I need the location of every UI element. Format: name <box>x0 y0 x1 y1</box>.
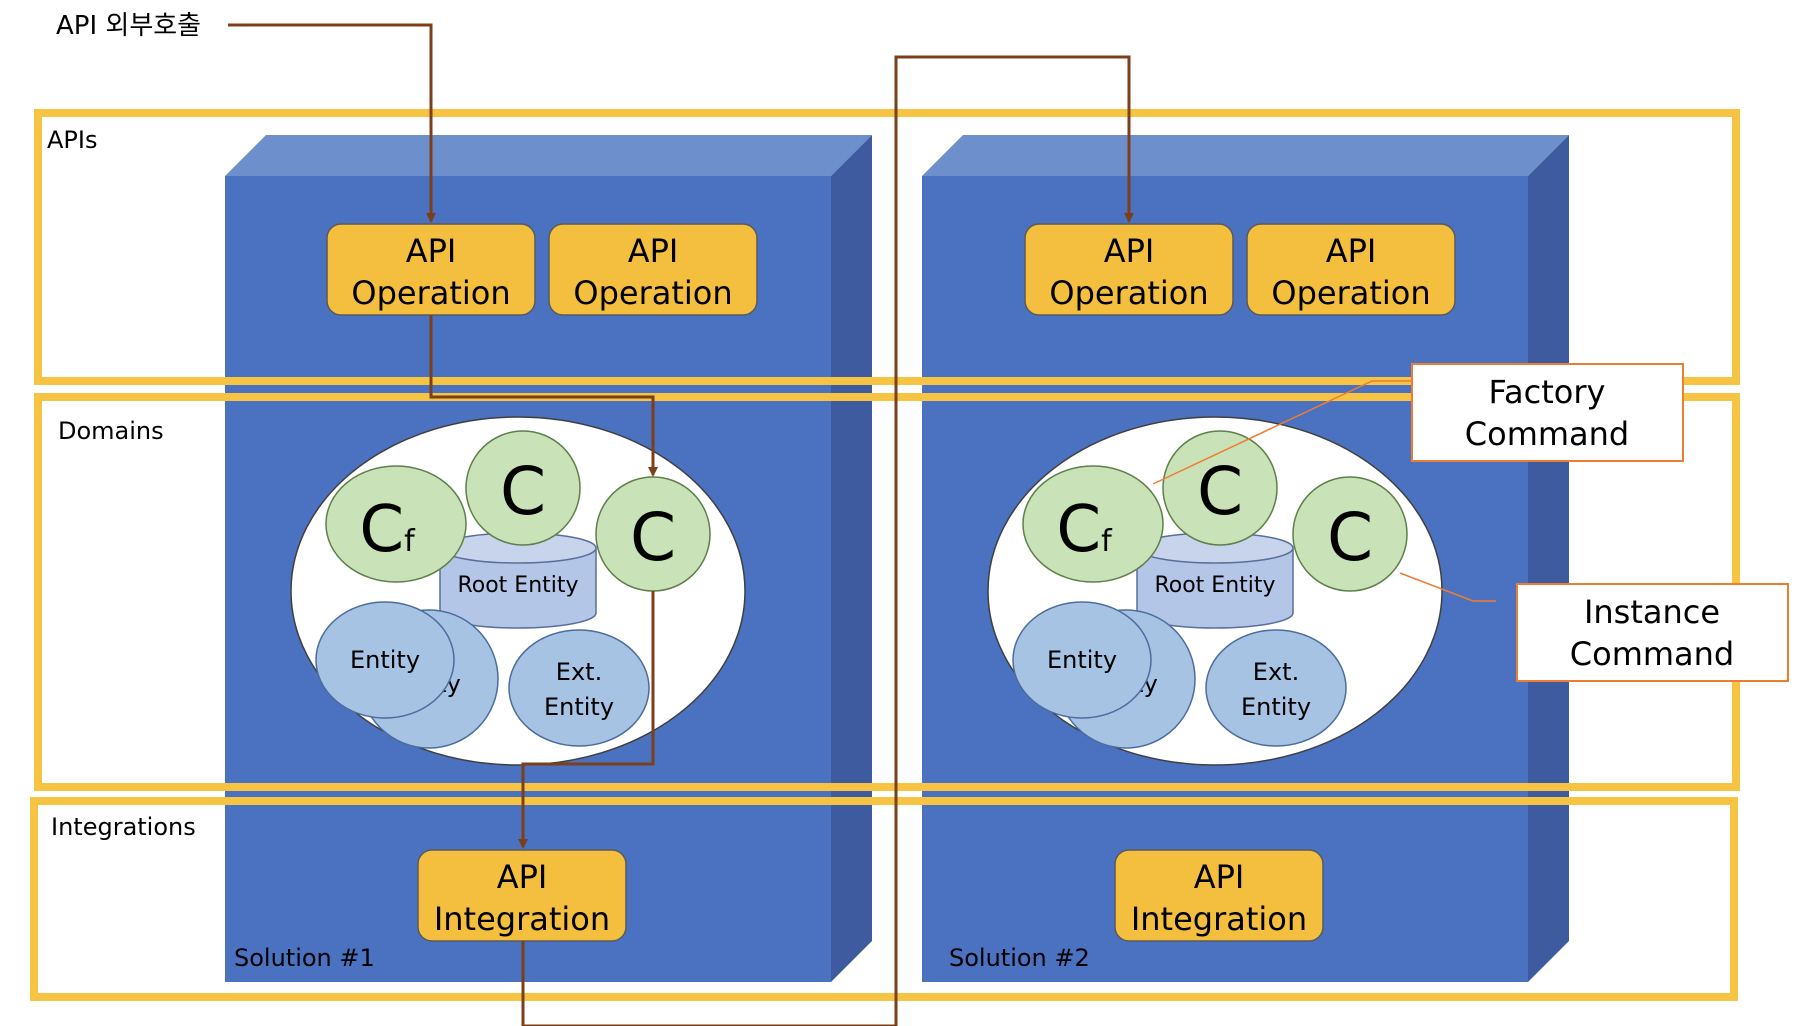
entity-circle[interactable]: Entity <box>315 601 455 719</box>
external-call-arrow <box>228 23 436 223</box>
api-operation-box[interactable]: API Operation <box>1246 223 1456 316</box>
instance-command-letter: C <box>630 499 676 576</box>
external-call-label: API 외부호출 <box>56 11 201 41</box>
instance-command-letter: C <box>500 453 546 530</box>
operation-to-command-arrow <box>429 315 658 477</box>
solution-1-top-face <box>225 135 872 176</box>
api-integration-line1: API <box>497 858 548 896</box>
ext-entity-line1: Ext. <box>1253 658 1299 686</box>
instance-command-circle[interactable]: C <box>1162 430 1278 546</box>
api-integration-line2: Integration <box>434 900 610 938</box>
instance-command-callout: Instance Command <box>1399 572 1789 682</box>
api-integration-box[interactable]: API Integration <box>1114 849 1324 942</box>
factory-command-letter: Cf <box>359 493 416 567</box>
ext-entity-line1: Ext. <box>556 658 602 686</box>
callout-leader-line <box>1399 572 1496 602</box>
callout-line1: Factory <box>1489 373 1606 411</box>
api-operation-box[interactable]: API Operation <box>326 223 536 316</box>
api-operation-line1: API <box>406 232 457 270</box>
root-entity-cylinder[interactable]: Root Entity <box>439 532 597 629</box>
factory-command-circle[interactable]: Cf <box>1022 465 1164 583</box>
factory-command-callout: Factory Command <box>1152 363 1684 485</box>
instance-command-circle[interactable]: C <box>595 476 711 592</box>
api-operation-box[interactable]: API Operation <box>1024 223 1234 316</box>
root-entity-cylinder[interactable]: Root Entity <box>1136 532 1294 629</box>
root-entity-label: Root Entity <box>457 573 578 598</box>
factory-command-circle[interactable]: Cf <box>325 465 467 583</box>
factory-command-subscript: f <box>1101 524 1113 559</box>
api-operation-line2: Operation <box>573 274 732 312</box>
root-entity-label: Root Entity <box>1154 573 1275 598</box>
callout-box <box>1411 363 1684 462</box>
api-operation-line1: API <box>1326 232 1377 270</box>
instance-command-circle[interactable]: C <box>465 430 581 546</box>
api-operation-line1: API <box>1104 232 1155 270</box>
entity-label: Entity <box>1047 646 1117 674</box>
api-operation-line2: Operation <box>1271 274 1430 312</box>
integrations-layer-frame <box>30 797 1738 1001</box>
integration-to-solution-2-arrow <box>521 55 1134 1026</box>
factory-command-subscript: f <box>404 524 416 559</box>
factory-command-letter: Cf <box>1056 493 1113 567</box>
api-operation-line2: Operation <box>1049 274 1208 312</box>
entity-circle[interactable]: Entity <box>1012 601 1152 719</box>
solution-name: Solution #1 <box>234 944 375 972</box>
callout-leader-line <box>1152 380 1412 485</box>
call-flow <box>228 23 1134 1026</box>
callout-line1: Instance <box>1584 593 1720 631</box>
apis-layer-label: APIs <box>47 126 97 154</box>
solution-2-side-face <box>1528 135 1569 982</box>
solution-2-content: API Operation API Operation Root Entity … <box>949 223 1456 972</box>
ext-entity-circle[interactable]: Ext. Entity <box>508 629 650 747</box>
instance-command-circle[interactable]: C <box>1292 476 1408 592</box>
api-operation-box[interactable]: API Operation <box>548 223 758 316</box>
apis-layer-frame <box>34 109 1740 385</box>
api-integration-box[interactable]: API Integration <box>417 849 627 942</box>
instance-command-letter: C <box>1327 499 1373 576</box>
integrations-layer-label: Integrations <box>51 813 196 841</box>
api-integration-line1: API <box>1194 858 1245 896</box>
solution-1-content: API Operation API Operation Root Entity … <box>234 223 758 972</box>
ext-entity-circle[interactable]: Ext. Entity <box>1205 629 1347 747</box>
callout-line2: Command <box>1465 415 1629 453</box>
ext-entity-line2: Entity <box>1241 693 1311 721</box>
command-to-integration-arrow <box>518 591 655 849</box>
api-operation-line2: Operation <box>351 274 510 312</box>
api-operation-line1: API <box>628 232 679 270</box>
solution-1-side-face <box>831 135 872 982</box>
ext-entity-line2: Entity <box>544 693 614 721</box>
callout-box <box>1516 583 1789 682</box>
entity-label: Entity <box>350 646 420 674</box>
solution-2-top-face <box>922 135 1569 176</box>
instance-command-letter: C <box>1197 453 1243 530</box>
domains-layer-label: Domains <box>58 417 164 445</box>
callout-line2: Command <box>1570 635 1734 673</box>
api-integration-line2: Integration <box>1131 900 1307 938</box>
solution-name: Solution #2 <box>949 944 1090 972</box>
